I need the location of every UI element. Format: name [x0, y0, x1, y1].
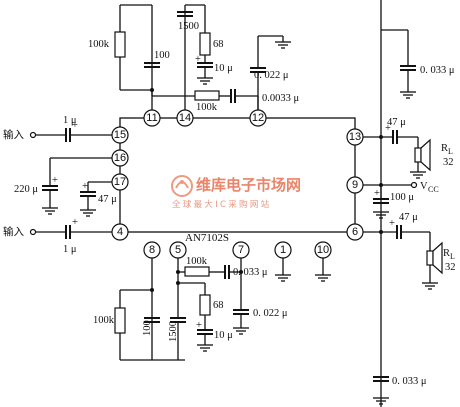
label-47u-out1: 47 μ [387, 117, 406, 128]
pin-9: 9 [346, 176, 364, 194]
pin-16: 16 [111, 149, 129, 167]
label-100k-bot-left: 100k [93, 315, 115, 326]
label-input-bottom: 输入 [3, 225, 24, 238]
label-0022-bot: 0. 022 μ [253, 308, 288, 319]
label-10u-bot: 10 μ [214, 330, 233, 341]
speaker-bottom-icon [426, 241, 443, 275]
resistor-100k-top-left [114, 31, 126, 58]
label-0033-bot: 0. 033 μ [233, 267, 268, 278]
label-vcc: V [420, 181, 428, 192]
svg-text:+: + [374, 188, 380, 199]
label-vcc-sub: CC [428, 185, 439, 194]
svg-text:1: 1 [280, 244, 286, 256]
pin-15: 15 [111, 126, 129, 144]
svg-text:9: 9 [352, 179, 358, 191]
label-10u-top: 10 μ [214, 63, 233, 74]
label-47u-left: 47 μ [98, 194, 117, 205]
svg-text:10: 10 [317, 244, 329, 256]
resistor-100k-bot-mid [184, 266, 210, 277]
label-0033-bot-right: 0. 033 μ [392, 376, 427, 387]
pin-8: 8 [143, 241, 161, 259]
svg-text:+: + [72, 217, 78, 228]
chip-label: AN7102S [185, 232, 229, 244]
label-1u-in2: 1 μ [63, 244, 77, 255]
svg-text:6: 6 [352, 226, 358, 238]
speaker-top-icon [414, 138, 431, 172]
resistor-100k-top-mid [194, 90, 220, 101]
label-1500-top: 1500 [178, 21, 199, 32]
label-00033-top: 0.0033 μ [262, 93, 300, 104]
label-68-bot: 68 [213, 300, 224, 311]
label-rl-bot-sub: L [450, 252, 455, 261]
svg-text:17: 17 [114, 176, 126, 188]
resistor-68-top [199, 32, 211, 56]
label-rl-bot-val: 32 [445, 262, 456, 273]
svg-text:4: 4 [117, 226, 123, 238]
label-100k-top-left: 100k [88, 39, 110, 50]
svg-text:15: 15 [114, 129, 126, 141]
label-rl-top-name: R [441, 143, 448, 154]
svg-text:11: 11 [146, 112, 157, 124]
svg-text:+: + [196, 320, 202, 331]
label-100-top: 100 [154, 50, 170, 61]
svg-text:14: 14 [179, 112, 191, 124]
label-input-top: 输入 [3, 128, 24, 141]
pin-7: 7 [232, 241, 250, 259]
pin-11: 11 [143, 109, 161, 127]
pin-13: 13 [346, 128, 364, 146]
label-47u-out2: 47 μ [399, 212, 418, 223]
label-1500-bot: 1500 [168, 321, 179, 342]
label-100k-top-mid: 100k [196, 102, 218, 113]
pin-14: 14 [176, 109, 194, 127]
pin-4: 4 [111, 223, 129, 241]
svg-text:+: + [385, 123, 391, 134]
label-rl-top-val: 32 [443, 157, 454, 168]
svg-text:5: 5 [175, 244, 181, 256]
svg-text:12: 12 [252, 112, 264, 124]
svg-text:13: 13 [349, 131, 361, 143]
svg-text:+: + [82, 181, 88, 192]
svg-text:16: 16 [114, 152, 126, 164]
resistor-68-bot [199, 294, 211, 316]
svg-text:+: + [195, 54, 201, 65]
pin-12: 12 [249, 109, 267, 127]
label-220u: 220 μ [14, 184, 38, 195]
pin-6: 6 [346, 223, 364, 241]
label-0022-top: 0. 022 μ [254, 70, 289, 81]
label-rl-bot-name: R [443, 248, 450, 259]
svg-text:8: 8 [149, 244, 155, 256]
label-1u-in1: 1 μ [63, 115, 77, 126]
label-100u: 100 μ [390, 192, 414, 203]
pin-1: 1 [274, 241, 292, 259]
watermark-logo-icon [171, 175, 193, 197]
pin-17: 17 [111, 173, 129, 191]
svg-text:7: 7 [238, 244, 244, 256]
svg-text:+: + [72, 120, 78, 131]
label-0033-top-right: 0. 033 μ [420, 65, 455, 76]
watermark: 维库电子市场网 全球最大IC采购网站 [171, 175, 301, 210]
pin-5: 5 [169, 241, 187, 259]
label-rl-top-sub: L [448, 147, 453, 156]
label-100-bot: 100 [142, 320, 153, 336]
ic-body [119, 117, 356, 233]
svg-text:+: + [389, 218, 395, 229]
watermark-title: 维库电子市场网 [196, 176, 301, 194]
resistor-100k-bot-left [114, 307, 126, 334]
label-68-top: 68 [213, 39, 224, 50]
pin-10: 10 [314, 241, 332, 259]
watermark-sub: 全球最大IC采购网站 [172, 199, 271, 210]
label-100k-bot-mid: 100k [186, 256, 208, 267]
svg-text:+: + [52, 175, 58, 186]
